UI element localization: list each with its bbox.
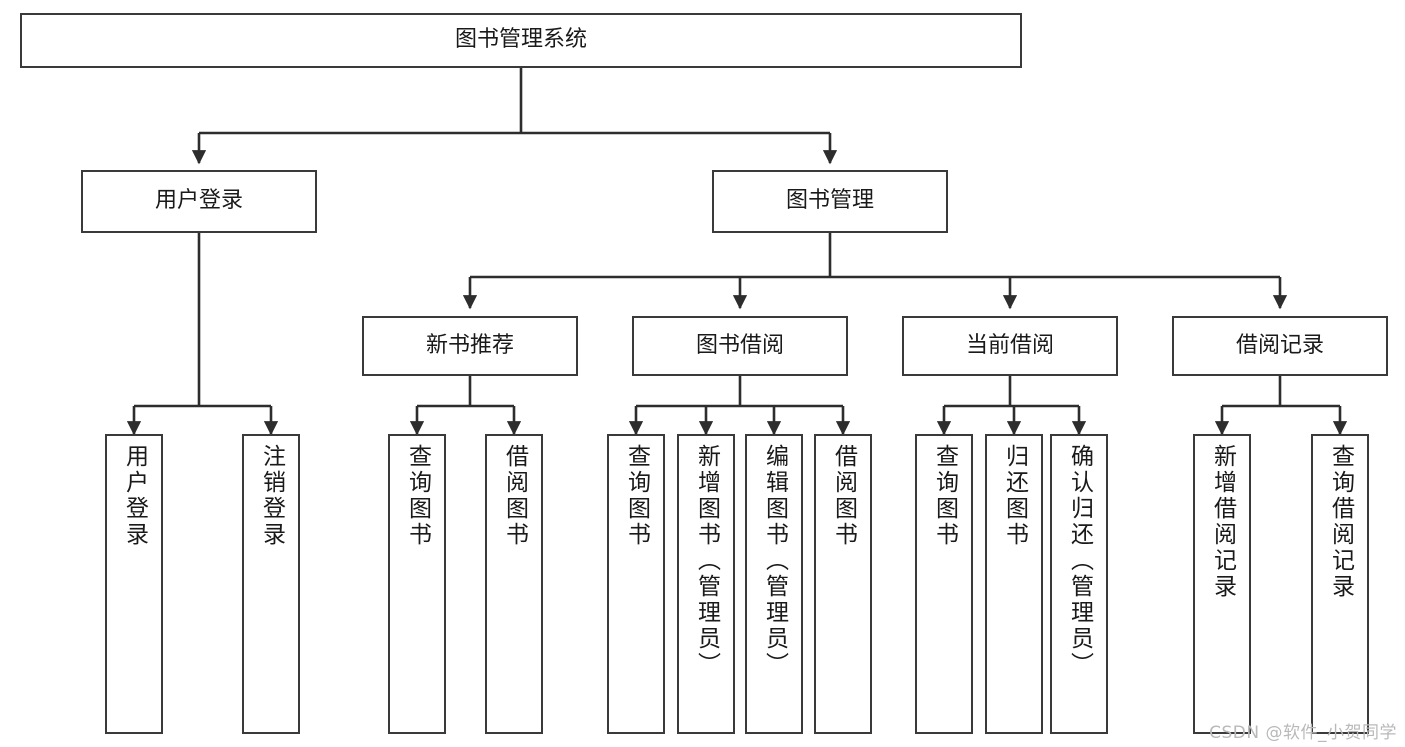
leaf-borrow-edit-book-admin[interactable]: 编辑图书（管理员） — [745, 434, 803, 734]
csdn-watermark: CSDN @软件_小贺同学 — [1209, 723, 1397, 743]
node-current-borrow[interactable]: 当前借阅 — [902, 316, 1118, 376]
node-root-system[interactable]: 图书管理系统 — [20, 13, 1022, 68]
node-label: 借阅记录 — [1235, 332, 1324, 358]
leaf-current-query-book[interactable]: 查询图书 — [915, 434, 973, 734]
node-label: 图书管理 — [785, 188, 874, 214]
leaf-label: 新增图书（管理员） — [693, 444, 720, 678]
leaf-borrow-borrow-book[interactable]: 借阅图书 — [814, 434, 872, 734]
leaf-label: 查询图书 — [623, 444, 650, 548]
leaf-label: 注销登录 — [258, 444, 285, 548]
leaf-user-login-login[interactable]: 用户登录 — [105, 434, 163, 734]
leaf-label: 借阅图书 — [830, 444, 857, 548]
leaf-label: 新增借阅记录 — [1209, 444, 1236, 600]
leaf-label: 查询借阅记录 — [1327, 444, 1354, 600]
leaf-label: 确认归还（管理员） — [1066, 444, 1093, 678]
leaf-label: 归还图书 — [1001, 444, 1028, 548]
node-label: 图书借阅 — [695, 332, 784, 358]
node-label: 新书推荐 — [425, 332, 514, 358]
leaf-recommend-borrow-book[interactable]: 借阅图书 — [485, 434, 543, 734]
leaf-user-login-logout[interactable]: 注销登录 — [242, 434, 300, 734]
leaf-label: 用户登录 — [121, 444, 148, 548]
node-label: 图书管理系统 — [454, 27, 587, 53]
leaf-label: 查询图书 — [404, 444, 431, 548]
node-borrow-record[interactable]: 借阅记录 — [1172, 316, 1388, 376]
leaf-label: 借阅图书 — [501, 444, 528, 548]
leaf-borrow-query-book[interactable]: 查询图书 — [607, 434, 665, 734]
leaf-record-query-record[interactable]: 查询借阅记录 — [1311, 434, 1369, 734]
node-user-login[interactable]: 用户登录 — [81, 170, 317, 233]
node-book-management[interactable]: 图书管理 — [712, 170, 948, 233]
leaf-current-confirm-return-admin[interactable]: 确认归还（管理员） — [1050, 434, 1108, 734]
leaf-recommend-query-book[interactable]: 查询图书 — [388, 434, 446, 734]
leaf-label: 编辑图书（管理员） — [761, 444, 788, 678]
leaf-current-return-book[interactable]: 归还图书 — [985, 434, 1043, 734]
node-new-book-recommend[interactable]: 新书推荐 — [362, 316, 578, 376]
leaf-record-add-record[interactable]: 新增借阅记录 — [1193, 434, 1251, 734]
leaf-label: 查询图书 — [931, 444, 958, 548]
node-book-borrow[interactable]: 图书借阅 — [632, 316, 848, 376]
node-label: 当前借阅 — [965, 332, 1054, 358]
node-label: 用户登录 — [154, 188, 243, 214]
leaf-borrow-add-book-admin[interactable]: 新增图书（管理员） — [677, 434, 735, 734]
